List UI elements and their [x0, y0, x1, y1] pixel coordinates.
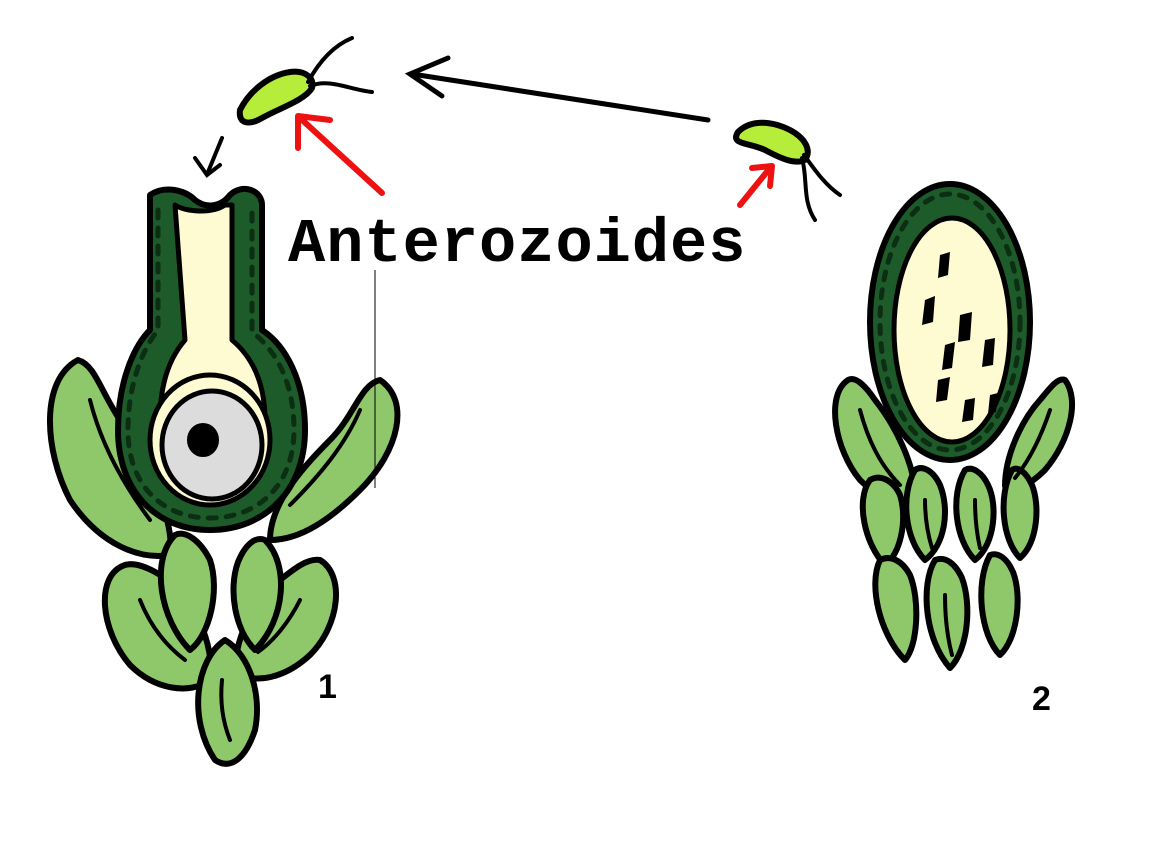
leaf-vein: [858, 408, 902, 487]
leaf-6: [230, 536, 284, 653]
antheridium-interior: [891, 215, 1013, 445]
leaf-9: [978, 551, 1021, 658]
red-arrow-right: [737, 163, 775, 208]
neck-canal: [157, 202, 268, 423]
leaf-vein: [256, 598, 302, 654]
leaf-vein: [219, 678, 232, 742]
leaf-3: [859, 474, 907, 568]
leaf-vein: [88, 398, 152, 522]
leaf-vein: [1013, 408, 1052, 480]
arrow-into-archegonium: [193, 136, 224, 178]
anterozoides-label: Anterozoides: [288, 209, 747, 280]
leaf-7: [195, 637, 260, 767]
leaf-vein: [943, 593, 954, 657]
egg-nucleus: [187, 423, 219, 457]
anterozoid-icon: [236, 36, 374, 126]
leaf-6: [1000, 465, 1040, 561]
anterozoid-icon: [733, 119, 842, 222]
structure-2-number: 2: [1032, 680, 1051, 718]
leaf-vein: [923, 498, 934, 550]
transfer-arrow: [404, 55, 711, 123]
sperm-cell-marks: [922, 252, 998, 422]
leaf-2: [267, 377, 401, 543]
archegonium-icon: [47, 185, 401, 767]
leaf-vein: [973, 498, 982, 550]
antheridium-icon: [832, 181, 1075, 671]
leaf-7: [872, 555, 920, 663]
leaf-vein: [288, 408, 362, 507]
leaf-vein: [138, 598, 187, 662]
red-arrow-left: [295, 113, 385, 196]
wall-texture: [125, 207, 297, 521]
wall-texture: [877, 191, 1023, 453]
leaf-5: [157, 530, 217, 653]
structure-1-number: 1: [318, 668, 337, 706]
